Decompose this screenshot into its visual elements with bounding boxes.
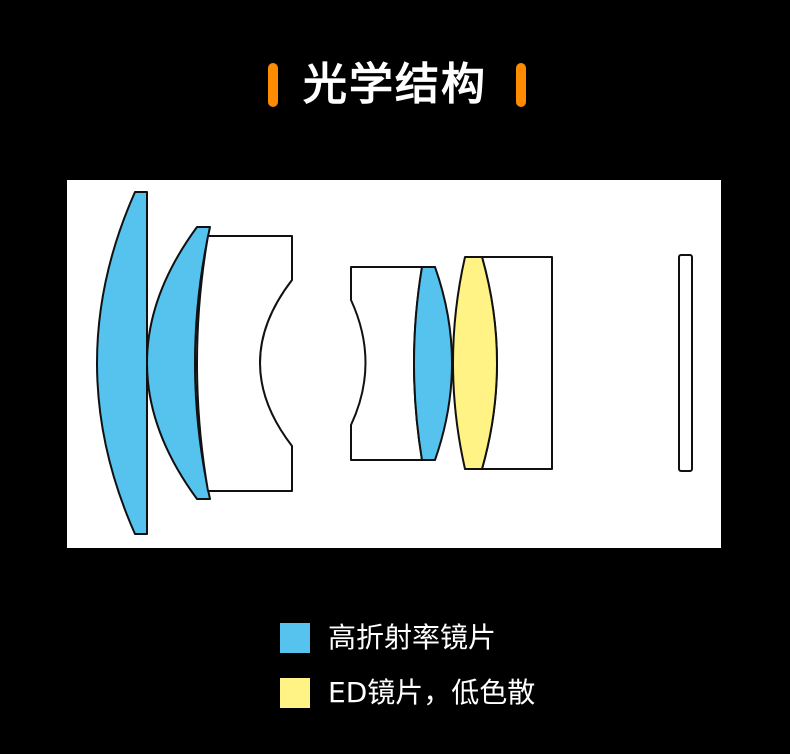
legend-swatch-blue bbox=[280, 623, 310, 653]
lens-element-1-high-refraction bbox=[96, 191, 148, 535]
legend-swatch-yellow bbox=[280, 678, 310, 708]
page-title: 光学结构 bbox=[303, 59, 487, 110]
legend-label: 高折射率镜片 bbox=[328, 621, 497, 654]
title-accent-bar-right bbox=[516, 63, 526, 107]
title-accent-bar-left bbox=[268, 63, 278, 107]
lens-element-5-high-refraction bbox=[413, 266, 453, 461]
legend-item-high-refraction: 高折射率镜片 bbox=[280, 621, 496, 655]
lens-element-4 bbox=[350, 266, 423, 461]
filter-element bbox=[678, 254, 693, 472]
legend-label: ED镜片，低色散 bbox=[328, 676, 536, 709]
lens-element-2-high-refraction bbox=[146, 226, 211, 500]
lens-element-3 bbox=[196, 235, 293, 492]
lens-element-6-ed bbox=[452, 256, 498, 470]
legend-item-ed: ED镜片，低色散 bbox=[280, 676, 535, 710]
